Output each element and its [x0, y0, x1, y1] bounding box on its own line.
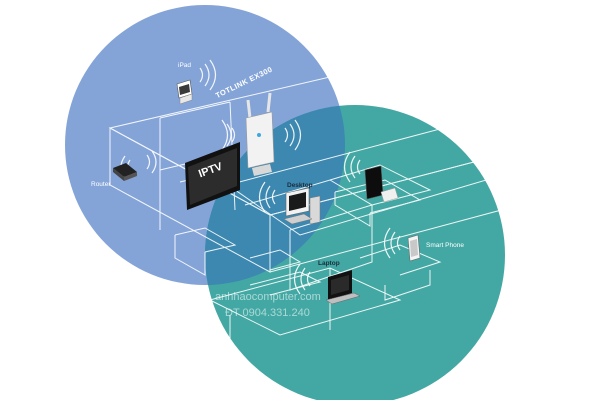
range-extender-device-icon: [245, 92, 275, 176]
laptop-device-icon: [325, 270, 361, 305]
watermark-phone: ĐT 0904.331.240: [225, 307, 310, 319]
tablet-device-icon: [364, 165, 399, 203]
smart-phone-icon: [407, 234, 421, 262]
laptop-label: Laptop: [318, 260, 340, 267]
ipad-device-icon: [176, 79, 193, 105]
router-device-icon: [113, 163, 137, 181]
desktop-computer-icon: [283, 187, 321, 225]
coverage-overlap: [205, 105, 345, 285]
smart-phone-label: Smart Phone: [426, 242, 464, 249]
watermark-site: anhhaocomputer.com: [215, 291, 321, 303]
desktop-label: Desktop: [287, 182, 313, 189]
wifi-waves-icon: [120, 59, 401, 295]
router-label: Router: [91, 181, 111, 188]
iptv-television-icon: [185, 142, 240, 210]
ipad-label: iPad: [178, 62, 192, 69]
